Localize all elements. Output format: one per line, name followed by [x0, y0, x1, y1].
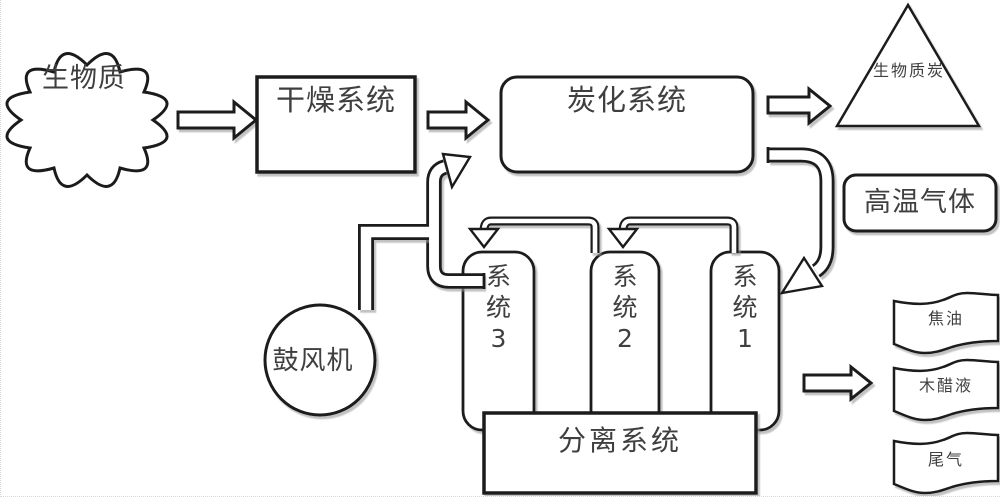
flow-arrow-separation-to-outputs	[802, 363, 874, 403]
carbonization-system-box	[499, 75, 755, 174]
blower-pipe-inner	[360, 226, 431, 310]
output-flag-wood-vinegar-shape	[892, 358, 1000, 422]
arrowhead-up-to-carbonization-icon	[441, 152, 472, 191]
pipe-system3-to-carbonization-inner	[429, 162, 484, 286]
output-flag-tail-gas-shape	[892, 431, 1000, 495]
flow-arrow-drying-to-carbonization	[426, 98, 491, 142]
biomass-cloud-shape	[5, 52, 169, 188]
pipe-carbonization-to-system1	[768, 147, 835, 278]
arrowhead-down-system2-icon	[606, 227, 640, 249]
pipe-system2-to-system3-inner	[481, 218, 598, 253]
cooling-system-1-box	[709, 250, 781, 432]
pipe-system2-to-system3	[479, 216, 600, 253]
pipe-system1-to-system2-inner	[620, 218, 737, 253]
pipe-carbonization-to-system1-inner	[768, 150, 832, 275]
blower-pipe	[358, 224, 431, 310]
cooling-system-2-box	[589, 250, 661, 432]
pipe-system1-to-system2	[618, 216, 739, 253]
biochar-triangle-shape	[834, 2, 982, 128]
flow-arrow-biomass-to-drying	[176, 98, 259, 142]
arrowhead-down-to-system1-icon	[779, 255, 824, 295]
arrowhead-down-system3-icon	[467, 227, 501, 249]
flow-arrow-carbonization-to-biochar	[766, 85, 833, 127]
blower-circle-shape	[263, 303, 377, 417]
output-flag-tar-shape	[892, 291, 1000, 355]
hot-gas-box	[842, 173, 998, 233]
drying-system-box	[255, 75, 417, 174]
separation-system-box	[482, 411, 758, 495]
